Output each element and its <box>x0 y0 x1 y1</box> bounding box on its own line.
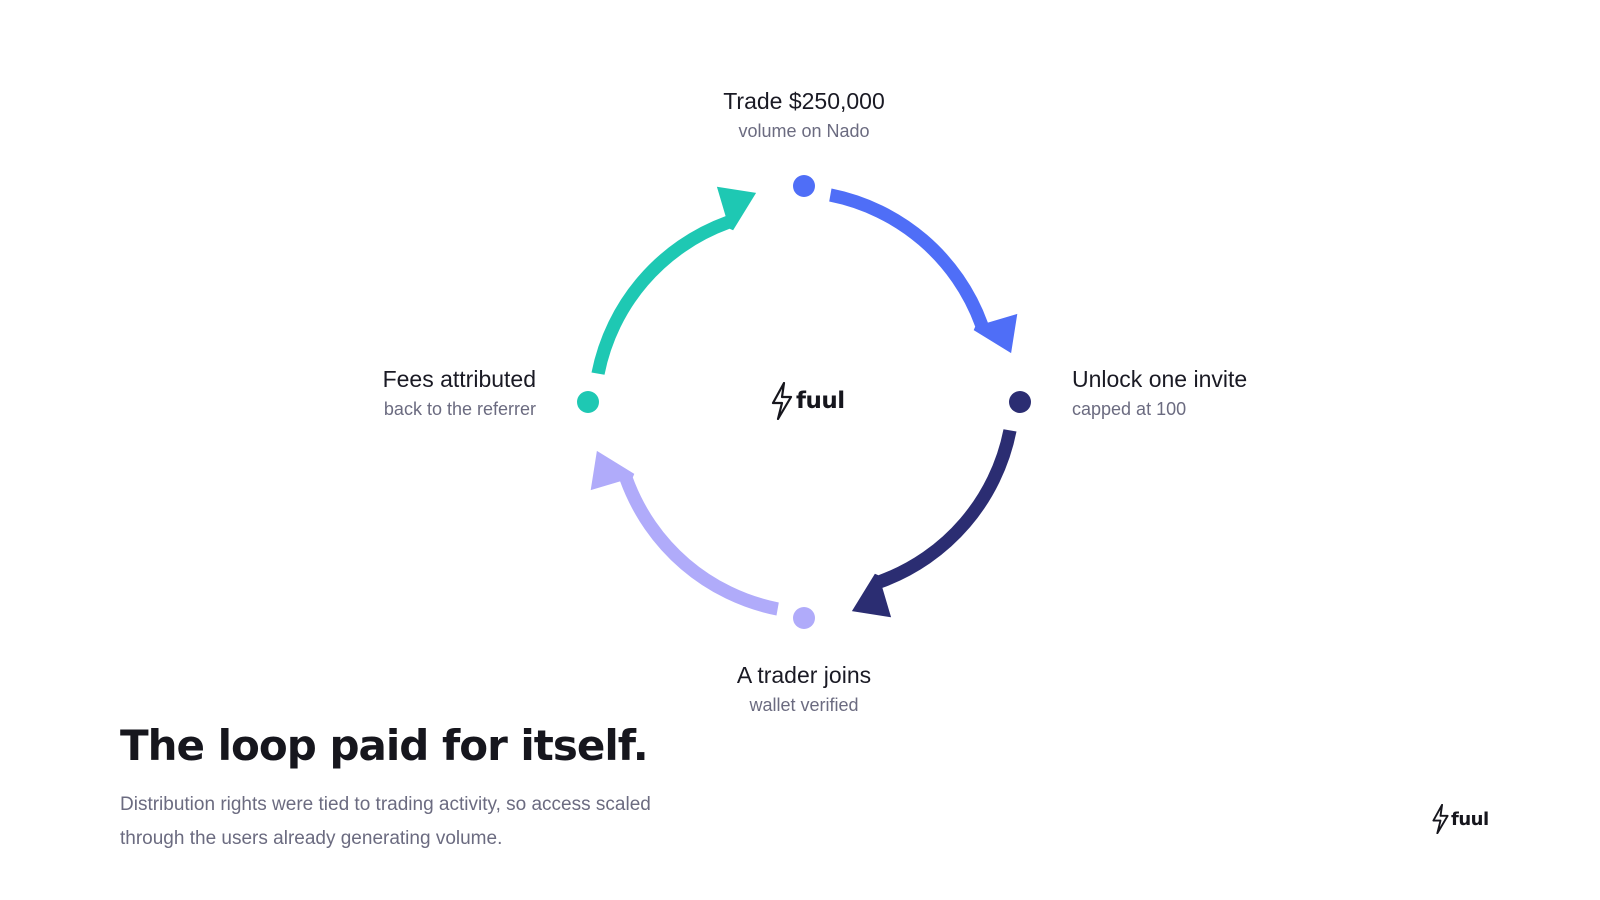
node-dot-fees <box>577 391 599 413</box>
center-brand-logo: fuul <box>770 382 845 420</box>
node-dot-unlock <box>1009 391 1031 413</box>
arrow-fees-to-trade <box>591 186 757 375</box>
node-label-join: A trader joins wallet verified <box>737 660 871 718</box>
cycle-arrows <box>590 186 1018 618</box>
node-title: Fees attributed <box>382 366 536 392</box>
cycle-nodes <box>577 175 1031 629</box>
node-dot-trade <box>793 175 815 197</box>
node-subtitle: volume on Nado <box>738 121 870 141</box>
arrow-unlock-to-join <box>851 429 1017 618</box>
node-subtitle: back to the referrer <box>383 399 536 419</box>
node-label-trade: Trade $250,000 volume on Nado <box>723 86 885 144</box>
node-dot-join <box>793 607 815 629</box>
arrow-trade-to-unlock <box>829 188 1018 354</box>
node-label-unlock: Unlock one invite capped at 100 <box>1072 364 1247 422</box>
node-title: Unlock one invite <box>1072 366 1248 392</box>
arrow-join-to-fees <box>590 450 779 616</box>
lightning-bolt-icon <box>1432 804 1449 834</box>
node-title: A trader joins <box>736 662 872 688</box>
corner-brand-logo: fuul <box>1431 804 1489 834</box>
lightning-bolt-icon <box>771 382 793 420</box>
node-label-fees: Fees attributed back to the referrer <box>383 364 536 422</box>
brand-wordmark: fuul <box>796 388 845 414</box>
brand-wordmark: fuul <box>1451 808 1489 830</box>
node-subtitle: capped at 100 <box>1072 399 1187 419</box>
node-title: Trade $250,000 <box>723 88 885 114</box>
page-headline: The loop paid for itself. <box>120 721 649 770</box>
node-subtitle: wallet verified <box>749 695 859 715</box>
page-body-text: Distribution rights were tied to trading… <box>120 794 651 849</box>
